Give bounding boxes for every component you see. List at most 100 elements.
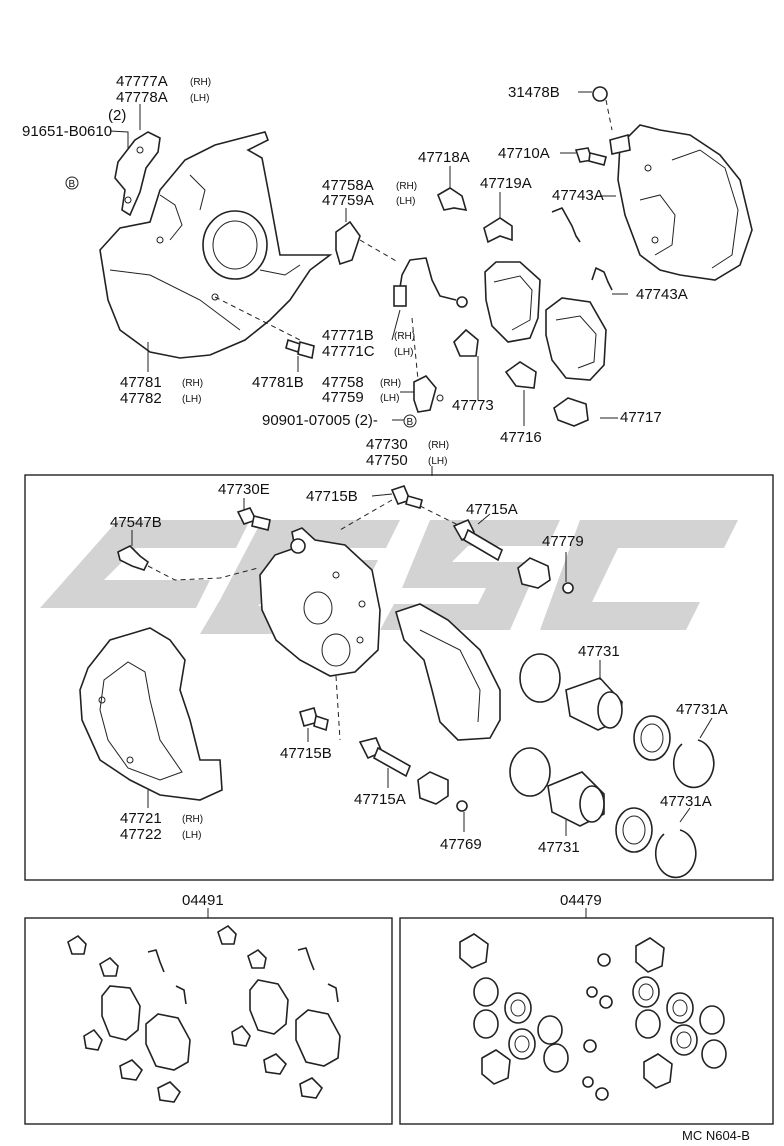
- sensor-wire-47771b: [359, 239, 468, 381]
- label-47716: 47716: [500, 429, 542, 446]
- clip-47717: [553, 397, 589, 427]
- figure-code: MC N604-B: [682, 1128, 750, 1143]
- label-qty-2-top: (2): [108, 107, 126, 124]
- spring-47743a-lower: [591, 267, 613, 291]
- circle-b-marker-top: [65, 176, 79, 190]
- leader-lines-top: [109, 91, 628, 426]
- label-47773: 47773: [452, 397, 494, 414]
- tag-lh-47722: (LH): [182, 830, 201, 841]
- retaining-ring-47731a-lower: [654, 829, 697, 879]
- label-47771c: 47771C: [322, 343, 375, 360]
- label-47758: 47758: [322, 374, 364, 391]
- label-47719a: 47719A: [480, 175, 532, 192]
- label-91651: 91651-B0610: [22, 123, 112, 140]
- piston-47731-lower: [547, 771, 605, 827]
- label-47715a-lower: 47715A: [354, 791, 406, 808]
- wear-indicator-47758a: [335, 220, 361, 266]
- label-47715a-upper: 47715A: [466, 501, 518, 518]
- seal-ring-upper: [519, 653, 561, 703]
- spring-47743a-upper: [551, 207, 581, 243]
- label-47759a: 47759A: [322, 192, 374, 209]
- label-47730e: 47730E: [218, 481, 270, 498]
- bolt-47710a: [574, 147, 607, 166]
- bolt-47781b: [285, 338, 315, 360]
- label-47730: 47730: [366, 436, 408, 453]
- bolt-47758-mount: [436, 394, 444, 402]
- cap-31478b: [592, 86, 613, 131]
- boot-lower: [417, 771, 449, 805]
- tag-rh-47730: (RH): [428, 440, 449, 451]
- leader-lines-box: [131, 493, 713, 836]
- tag-lh-47759a: (LH): [396, 196, 415, 207]
- label-47743a-upper: 47743A: [552, 187, 604, 204]
- tag-rh-47721: (RH): [182, 814, 203, 825]
- label-47547b: 47547B: [110, 514, 162, 531]
- bleeder-47547b: [117, 545, 259, 581]
- nut-47779: [562, 582, 574, 594]
- kit-04479-parts: [459, 933, 727, 1101]
- label-47731-upper: 47731: [578, 643, 620, 660]
- clip-47719a: [483, 217, 513, 244]
- tag-rh-47758a: (RH): [396, 181, 417, 192]
- wear-indicator-47758: [413, 375, 437, 413]
- label-31478b: 31478B: [508, 84, 560, 101]
- label-04479: 04479: [560, 892, 602, 909]
- label-47731a-lower: 47731A: [660, 793, 712, 810]
- caliper-body: [259, 527, 381, 677]
- clip-47716: [504, 361, 537, 389]
- bolt-47715b-lower: [299, 675, 341, 741]
- tag-lh-47759: (LH): [380, 393, 399, 404]
- circle-b-marker-mid: [403, 414, 417, 428]
- label-90901: 90901-07005 (2)-: [262, 412, 378, 429]
- label-47731a-upper: 47731A: [676, 701, 728, 718]
- tag-lh-47771c: (LH): [394, 347, 413, 358]
- circle-b-text-top: B: [69, 179, 76, 190]
- label-47758a: 47758A: [322, 177, 374, 194]
- label-47717: 47717: [620, 409, 662, 426]
- label-04491: 04491: [182, 892, 224, 909]
- label-47710a: 47710A: [498, 145, 550, 162]
- seal-ring-lower: [509, 747, 551, 797]
- bracket-47777a: [114, 131, 161, 217]
- torque-plate: [79, 627, 223, 801]
- watermark-logo: [40, 520, 738, 634]
- label-47743a-lower: 47743A: [636, 286, 688, 303]
- label-47782: 47782: [120, 390, 162, 407]
- label-47721: 47721: [120, 810, 162, 827]
- tag-rh-47777a: (RH): [190, 77, 211, 88]
- label-47750: 47750: [366, 452, 408, 469]
- nut-47769: [456, 800, 468, 812]
- piston-boot-lower: [615, 807, 653, 853]
- tag-rh-47781: (RH): [182, 378, 203, 389]
- tag-lh-47782: (LH): [182, 394, 201, 405]
- shim-47773: [453, 328, 479, 357]
- tag-rh-47771b: (RH): [394, 331, 415, 342]
- label-47769: 47769: [440, 836, 482, 853]
- label-47771b: 47771B: [322, 327, 374, 344]
- label-47781b: 47781B: [252, 374, 304, 391]
- brake-pad-inner: [484, 261, 541, 343]
- retaining-ring-47731a-upper: [672, 739, 715, 789]
- bolt-47715b-upper: [339, 485, 461, 531]
- label-47715b-lower: 47715B: [280, 745, 332, 762]
- piston-47731-upper: [565, 677, 623, 731]
- dust-shield: [99, 131, 333, 359]
- circle-b-text-mid: B: [407, 417, 414, 428]
- caliper-pad: [395, 603, 501, 741]
- slide-pin-47715a-upper: [452, 518, 503, 562]
- bolt-47730e: [236, 507, 271, 531]
- label-47722: 47722: [120, 826, 162, 843]
- label-47759: 47759: [322, 389, 364, 406]
- label-47781: 47781: [120, 374, 162, 391]
- clip-47718a: [437, 187, 468, 211]
- tag-rh-47758: (RH): [380, 378, 401, 389]
- label-47731-lower: 47731: [538, 839, 580, 856]
- tag-lh-47778a: (LH): [190, 93, 209, 104]
- label-47718a: 47718A: [418, 149, 470, 166]
- tag-lh-47750: (LH): [428, 456, 447, 467]
- piston-boot-upper: [633, 715, 671, 761]
- caliper-assembly-frame: [24, 474, 774, 881]
- label-47778a: 47778A: [116, 89, 168, 106]
- label-47777a: 47777A: [116, 73, 168, 90]
- caliper-top: [609, 124, 753, 281]
